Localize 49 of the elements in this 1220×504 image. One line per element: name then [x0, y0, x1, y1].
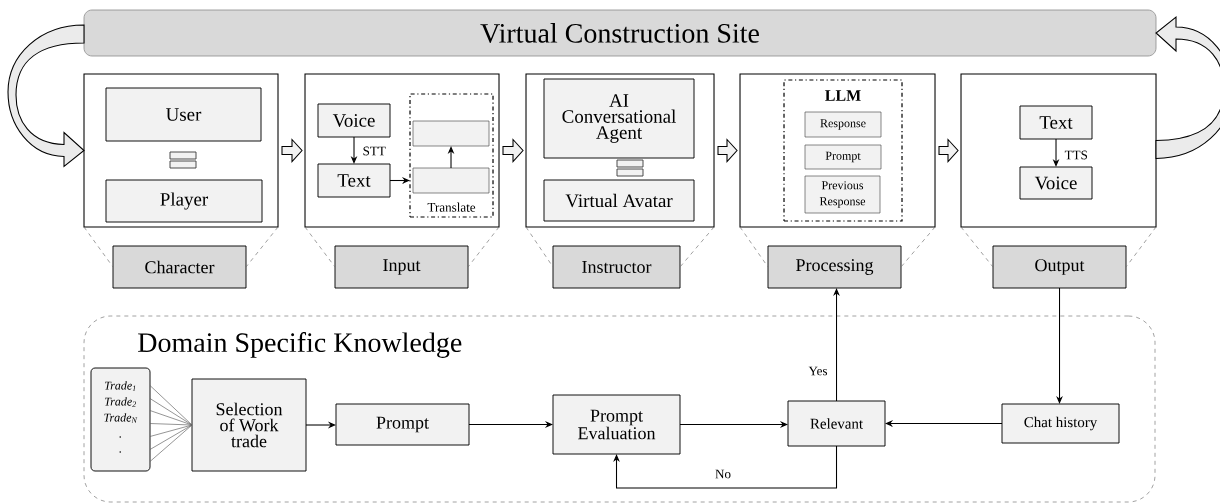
process-box: Relevant: [787, 400, 886, 447]
process-box: Prompt Evaluation: [552, 394, 681, 455]
block-arrow: [717, 138, 738, 163]
process-box: [412, 167, 490, 194]
block-arrow: [502, 138, 524, 163]
arrow: [613, 445, 838, 489]
process-box: Chat history: [1001, 403, 1120, 444]
edge-label: Yes: [807, 365, 829, 377]
arrow: [833, 288, 840, 402]
edge-label: No: [713, 468, 733, 480]
connector-lines: [149, 385, 193, 462]
process-box: Response: [804, 111, 882, 138]
process-box: Player: [105, 179, 263, 223]
zoom-line: [304, 226, 500, 268]
block-arrow: [938, 138, 959, 163]
process-box: [412, 120, 490, 147]
stage-tab: Character: [112, 245, 247, 289]
process-box: Prompt: [804, 144, 882, 170]
curved-arrow: [1155, 16, 1220, 160]
process-box: Virtual Avatar: [543, 179, 695, 222]
process-box: Prompt: [335, 403, 470, 446]
curved-arrow: [7, 24, 85, 168]
process-box: Text: [317, 163, 391, 198]
process-box: Voice: [317, 103, 391, 138]
stage-tab: Input: [334, 245, 469, 289]
title-banner: Virtual Construction Site: [83, 9, 1157, 57]
stage-tab: Output: [992, 245, 1127, 289]
edge-label: TTS: [1063, 149, 1090, 161]
zoom-line: [525, 226, 715, 268]
arrow: [885, 420, 1003, 427]
process-box: AI Conversational Agent: [543, 78, 695, 159]
arrow: [468, 421, 553, 428]
block-arrow: [281, 138, 303, 163]
arrow: [679, 421, 788, 428]
arrow: [389, 177, 410, 184]
edge-label: STT: [361, 145, 388, 157]
process-box: User: [105, 87, 262, 142]
stage-tab: Processing: [767, 245, 902, 289]
process-box: Selection of Work trade: [191, 378, 307, 472]
group-box: Translate: [409, 93, 494, 218]
arrow: [1056, 287, 1063, 404]
list-box: Trade$_{1}$ Trade$_{2}$ Trade$_{N}$ . .: [90, 367, 151, 472]
process-box: Text: [1019, 105, 1093, 140]
zoom-line: [739, 226, 936, 268]
zoom-line: [83, 226, 279, 268]
stage-tab: Instructor: [552, 245, 681, 289]
zoom-line: [960, 226, 1157, 268]
process-box: Previous Response: [804, 175, 881, 214]
process-box: Voice: [1019, 166, 1093, 200]
